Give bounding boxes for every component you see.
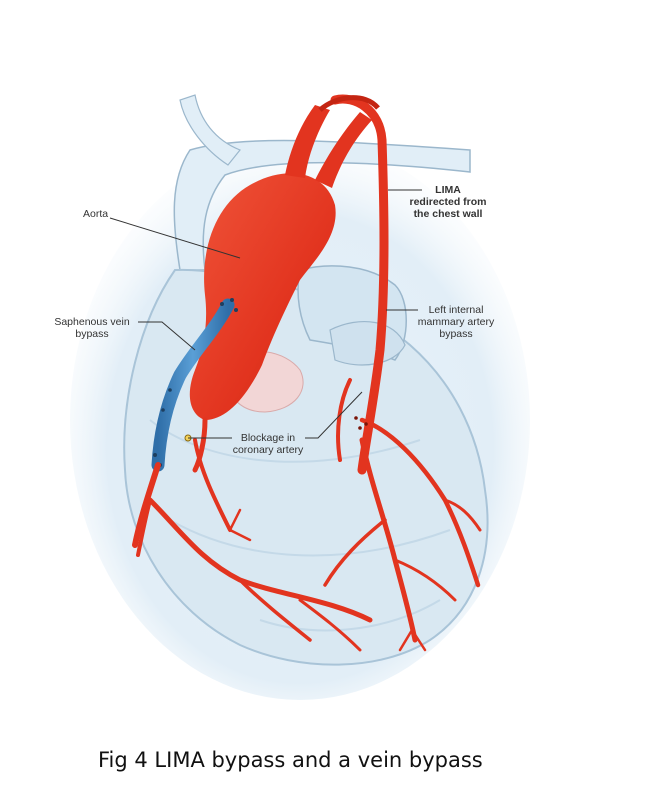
label-lima: LIMA redirected from the chest wall xyxy=(398,184,498,220)
figure-caption: Fig 4 LIMA bypass and a vein bypass xyxy=(98,748,483,772)
label-lima-bypass-line3: bypass xyxy=(439,328,473,340)
label-lima-bypass-line2: mammary artery xyxy=(417,316,495,328)
lima-sutures xyxy=(354,416,368,430)
pale-vessel-arch xyxy=(173,139,471,271)
label-lima-bypass-line1: Left internal xyxy=(428,304,484,316)
label-blockage-line2: coronary artery xyxy=(232,444,304,456)
saphenous-vein-graft xyxy=(151,298,235,472)
heart-shading xyxy=(149,419,451,632)
label-lima-line2: redirected from xyxy=(409,196,487,208)
lima-artery xyxy=(330,94,389,475)
heart-bypass-illustration xyxy=(70,94,530,700)
label-blockage: Blockage in coronary artery xyxy=(226,432,310,456)
lima-upper-loop xyxy=(318,95,380,112)
label-lima-bypass: Left internal mammary artery bypass xyxy=(408,304,504,340)
label-blockage-line1: Blockage in xyxy=(240,432,296,444)
label-aorta: Aorta xyxy=(83,208,109,220)
label-lima-line3: the chest wall xyxy=(413,208,483,220)
aortic-branch-1 xyxy=(285,105,330,178)
left-coronary-branches xyxy=(323,378,482,652)
leader-lines xyxy=(109,189,422,439)
label-lima-line1: LIMA xyxy=(435,184,461,196)
label-saphenous-vein: Saphenous vein bypass xyxy=(45,316,139,340)
label-svb-line2: bypass xyxy=(75,328,109,340)
label-svb-line1: Saphenous vein xyxy=(54,316,130,328)
left-atrial-appendage xyxy=(329,321,406,366)
aortic-branch-2 xyxy=(315,112,372,188)
right-coronary-branches xyxy=(132,417,373,652)
pale-vessel-upper xyxy=(179,94,241,166)
aorta xyxy=(189,173,336,420)
